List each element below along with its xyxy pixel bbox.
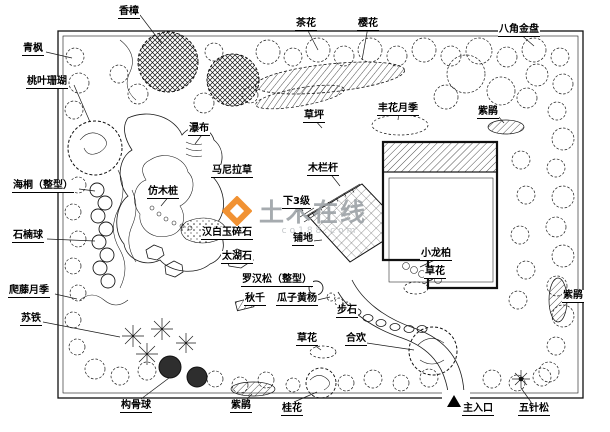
silk-tree-symbol — [408, 326, 458, 376]
holly-ball-symbol — [186, 366, 208, 388]
flower-bed-symbol — [403, 281, 429, 295]
label-flowers-1: 草花 — [424, 266, 446, 279]
perimeter-shrubs — [64, 37, 575, 394]
label-green-maple: 青枫 — [22, 43, 44, 56]
maple-tree-symbol — [67, 120, 123, 176]
label-floribunda-rose: 丰花月季 — [377, 103, 419, 116]
five-needle-pine-symbol — [512, 370, 530, 388]
hedges — [230, 61, 568, 397]
watermark: 土木在线 — [222, 193, 367, 229]
watermark-logo-icon — [222, 196, 252, 226]
label-cherry: 樱花 — [357, 18, 379, 31]
watermark-url: co188.com — [281, 226, 359, 236]
label-paving: 铺地 — [292, 233, 314, 246]
building-roof-hatch — [382, 141, 498, 173]
camphor-tree-symbol — [137, 31, 199, 93]
flower-bed-symbol — [309, 345, 337, 359]
label-swing: 秋千 — [244, 293, 266, 306]
entrance-arrow-icon — [447, 395, 461, 407]
label-faux-wood-piles: 仿木桩 — [147, 186, 179, 199]
label-stepping-stones: 步石 — [336, 305, 358, 318]
label-fatsia: 八角金盘 — [498, 24, 540, 37]
label-down-3-steps: 下3级 — [282, 196, 311, 209]
label-aucuba: 桃叶珊瑚 — [26, 76, 68, 89]
label-pittosporum: 海桐（整型） — [12, 180, 74, 193]
shrub-balls — [89, 182, 116, 289]
label-azalea-3: 紫鹃 — [230, 400, 252, 413]
label-manila-grass: 马尼拉草 — [211, 165, 253, 178]
waterfall-symbol — [185, 141, 203, 157]
label-photinia-ball: 石楠球 — [12, 230, 44, 243]
label-flowers-2: 草花 — [296, 333, 318, 346]
label-wood-railing: 木栏杆 — [307, 163, 339, 176]
label-holly-ball: 构骨球 — [120, 400, 152, 413]
label-taihu-stone: 太湖石 — [221, 251, 253, 264]
wood-railing-symbol — [305, 183, 361, 217]
label-lawn: 草坪 — [303, 110, 325, 123]
label-osmanthus: 桂花 — [281, 403, 303, 416]
label-boxwood: 瓜子黄杨 — [276, 293, 318, 306]
label-marble-gravel: 汉白玉碎石 — [201, 227, 253, 240]
watermark-brand: 土木在线 — [259, 198, 368, 227]
cherry-tree-symbol — [206, 53, 260, 107]
osmanthus-tree-symbol — [305, 367, 337, 399]
large-trees — [67, 31, 458, 399]
label-waterfall: 瀑布 — [188, 123, 210, 136]
label-cycad: 苏铁 — [20, 313, 42, 326]
label-camphor-tree: 香樟 — [118, 6, 140, 19]
cycad-symbol — [122, 318, 196, 365]
label-silk-tree: 合欢 — [345, 333, 367, 346]
cycads-and-holly-balls — [122, 318, 208, 388]
dwarf-juniper-symbol — [402, 262, 410, 270]
label-azalea-1: 紫鹃 — [477, 106, 499, 119]
label-five-needle-pine: 五针松 — [518, 403, 550, 416]
label-azalea-2: 紫鹃 — [562, 290, 584, 303]
label-camellia: 茶花 — [295, 18, 317, 31]
entrance-marker — [442, 390, 470, 407]
label-climbing-rose: 爬藤月季 — [8, 285, 50, 298]
label-main-entrance: 主入口 — [462, 403, 494, 416]
label-dwarf-juniper: 小龙柏 — [420, 248, 452, 261]
site-boundary — [57, 30, 584, 399]
holly-ball-symbol — [158, 355, 182, 379]
boxwood-symbol — [326, 292, 336, 302]
label-podocarpus: 罗汉松（整型） — [241, 274, 313, 287]
